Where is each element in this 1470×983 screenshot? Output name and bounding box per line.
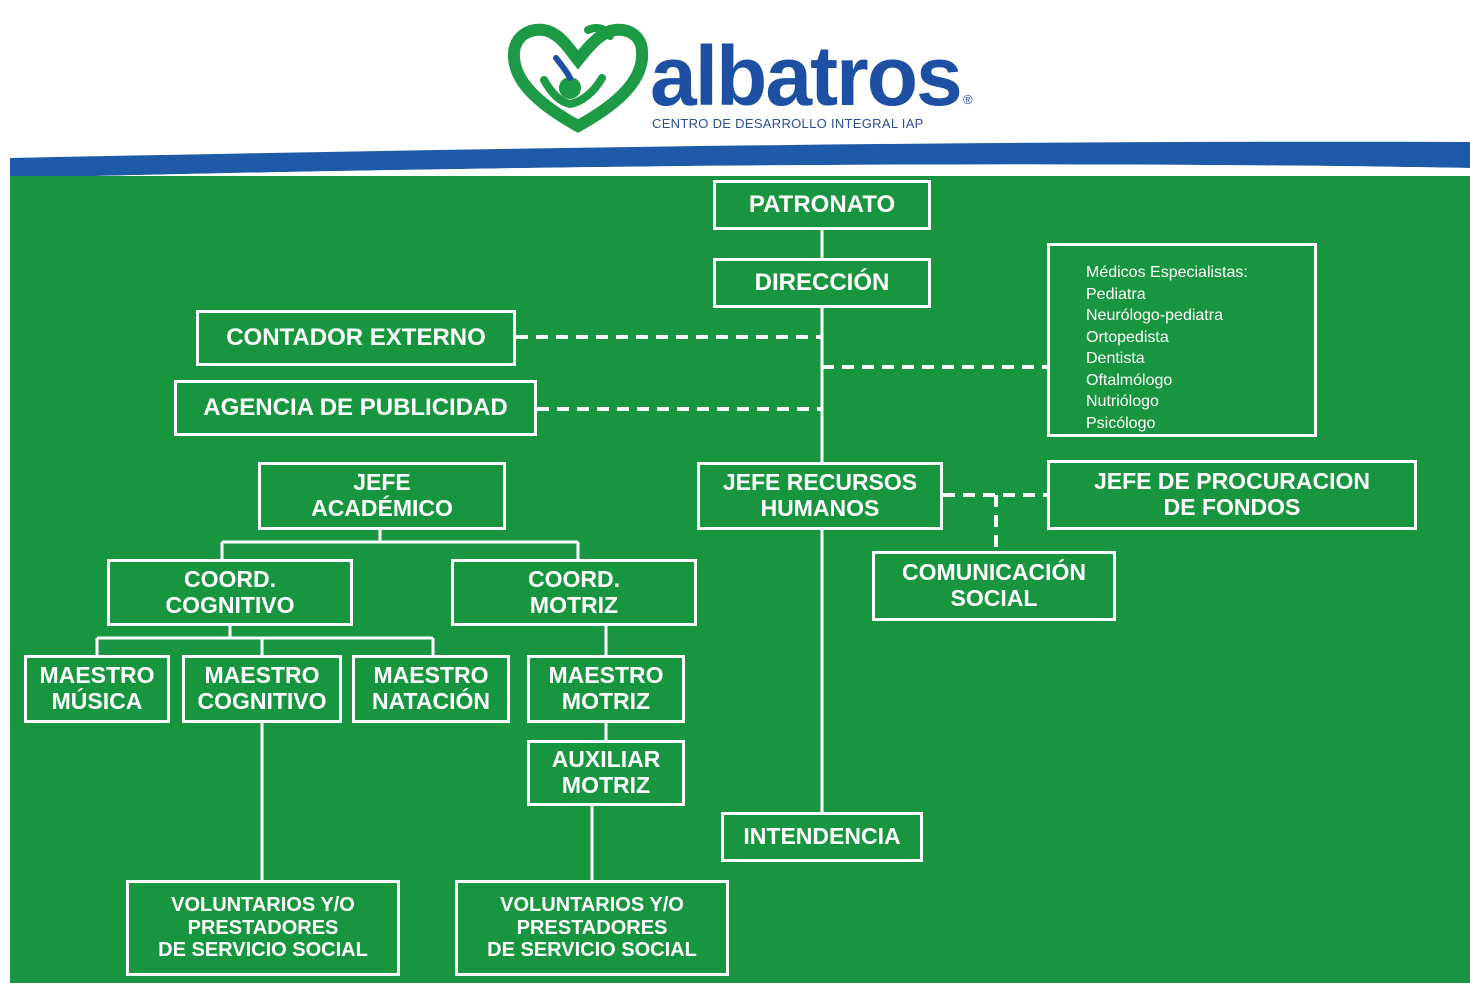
box-coord-cognitivo: COORD. COGNITIVO [107,559,353,626]
label-maestro-motriz: MAESTRO MOTRIZ [548,662,664,714]
label-voluntarios-motriz: VOLUNTARIOS Y/O PRESTADORES DE SERVICIO … [487,894,697,962]
albatros-logo-icon [508,23,648,133]
label-patronato: PATRONATO [748,190,896,218]
label-contador-externo: CONTADOR EXTERNO [226,323,486,351]
label-jefe-procuracion-fondos: JEFE DE PROCURACION DE FONDOS [1093,468,1371,520]
brand-tagline: CENTRO DE DESARROLLO INTEGRAL IAP [652,116,924,131]
label-intendencia: INTENDENCIA [743,823,901,850]
label-coord-motriz: COORD. MOTRIZ [528,565,620,618]
box-medicos-especialistas: Médicos Especialistas: Pediatra Neurólog… [1047,243,1317,437]
box-maestro-musica: MAESTRO MÚSICA [24,655,170,723]
label-maestro-cognitivo: MAESTRO COGNITIVO [197,662,327,714]
label-auxiliar-motriz: AUXILIAR MOTRIZ [551,746,661,798]
medicos-title: Médicos Especialistas: [1086,264,1248,281]
box-maestro-cognitivo: MAESTRO COGNITIVO [182,655,342,723]
box-jefe-procuracion-fondos: JEFE DE PROCURACION DE FONDOS [1047,460,1417,530]
medicos-item: Ortopedista [1086,328,1169,346]
label-jefe-recursos-humanos: JEFE RECURSOS HUMANOS [722,469,918,521]
label-direccion: DIRECCIÓN [754,268,890,296]
label-maestro-natacion: MAESTRO NATACIÓN [372,662,490,714]
medicos-item: Neurólogo-pediatra [1086,307,1223,324]
box-voluntarios-motriz: VOLUNTARIOS Y/O PRESTADORES DE SERVICIO … [455,880,729,976]
box-comunicacion-social: COMUNICACIÓN SOCIAL [872,551,1116,621]
box-contador-externo: CONTADOR EXTERNO [196,310,516,366]
medicos-item: Psicólogo [1086,414,1156,432]
box-patronato: PATRONATO [713,180,931,230]
registered-mark: ® [963,92,973,107]
box-maestro-natacion: MAESTRO NATACIÓN [352,655,510,723]
label-maestro-musica: MAESTRO MÚSICA [39,662,155,714]
brand-name: albatros [650,29,963,123]
box-maestro-motriz: MAESTRO MOTRIZ [527,655,685,723]
label-agencia-publicidad: AGENCIA DE PUBLICIDAD [203,393,508,421]
box-jefe-academico: JEFE ACADÉMICO [258,462,506,530]
box-intendencia: INTENDENCIA [721,812,923,862]
box-direccion: DIRECCIÓN [713,258,931,308]
box-voluntarios-cognitivo: VOLUNTARIOS Y/O PRESTADORES DE SERVICIO … [126,880,400,976]
box-jefe-recursos-humanos: JEFE RECURSOS HUMANOS [697,462,943,530]
medicos-item: Dentista [1086,350,1145,367]
label-jefe-academico: JEFE ACADÉMICO [311,469,453,521]
box-coord-motriz: COORD. MOTRIZ [451,559,697,626]
medicos-item: Pediatra [1086,285,1146,303]
label-voluntarios-cognitivo: VOLUNTARIOS Y/O PRESTADORES DE SERVICIO … [158,894,368,962]
label-coord-cognitivo: COORD. COGNITIVO [165,565,295,618]
label-comunicacion-social: COMUNICACIÓN SOCIAL [902,559,1086,611]
medicos-item: Nutriólogo [1086,393,1159,410]
box-agencia-publicidad: AGENCIA DE PUBLICIDAD [174,380,537,436]
medicos-item: Oftalmólogo [1086,371,1173,389]
box-auxiliar-motriz: AUXILIAR MOTRIZ [527,740,685,806]
